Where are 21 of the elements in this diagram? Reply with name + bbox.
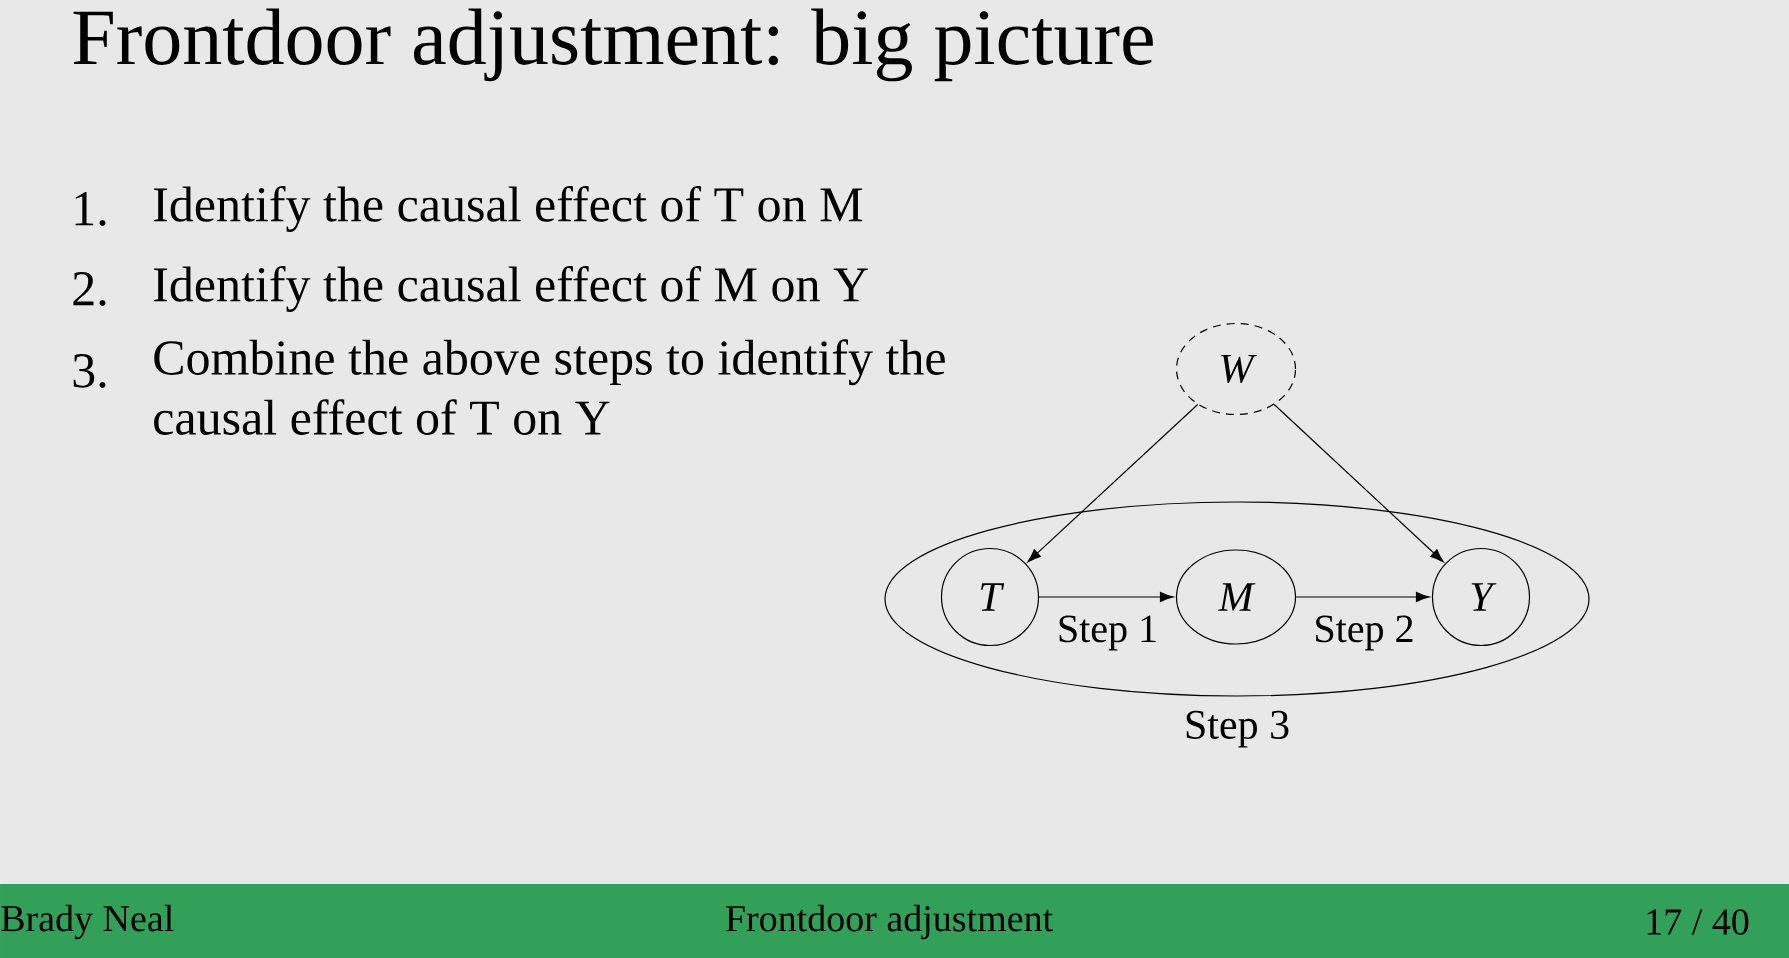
arrow bbox=[1273, 403, 1444, 563]
arrow bbox=[1038, 591, 1174, 603]
list-item: Identify the causal effect of M on Y bbox=[154, 266, 868, 312]
footer-text: Brady Neal bbox=[1, 904, 174, 940]
list-number: 2. bbox=[73, 272, 106, 306]
arrow bbox=[1295, 591, 1430, 603]
list-number: 1. bbox=[75, 192, 106, 226]
arrow bbox=[1027, 403, 1199, 563]
list-item: Identify the causal effect of T on M bbox=[154, 186, 863, 232]
edge-label: Step 2 bbox=[1312, 614, 1416, 652]
edge-label: Step 1 bbox=[1055, 614, 1160, 652]
slide-title: Frontdoor adjustment: big picture bbox=[73, 8, 1153, 82]
dashed-ellipse-node: W bbox=[1175, 322, 1297, 416]
node-label: Step 3 bbox=[1186, 710, 1289, 748]
list-item: Combine the above steps to identify the causal effect of T on Y bbox=[154, 339, 945, 435]
list-number: 3. bbox=[73, 354, 106, 388]
ellipse-node: M bbox=[1175, 549, 1297, 645]
footer-text: Frontdoor adjustment bbox=[726, 904, 1053, 940]
circle-node: T bbox=[940, 547, 1040, 647]
circle-node: Y bbox=[1431, 547, 1531, 647]
footer-text: 17 / 40 bbox=[1647, 909, 1749, 935]
